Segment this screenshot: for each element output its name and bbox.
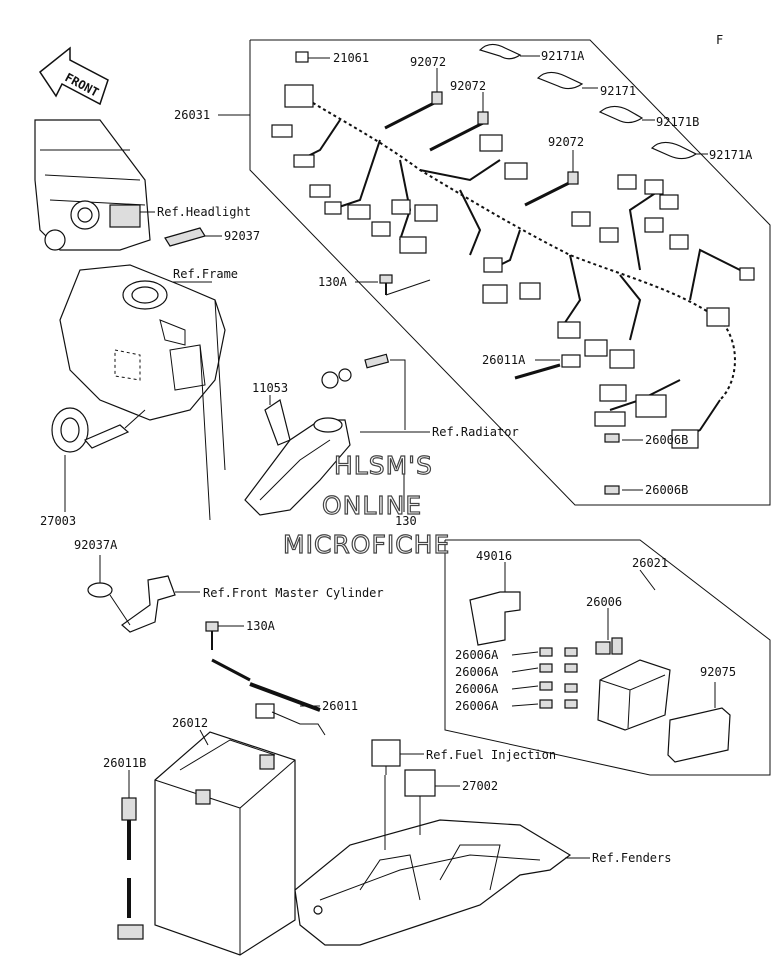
- band-92072-b: [429, 111, 489, 152]
- corner-letter: F: [716, 33, 723, 47]
- fuse-26006B-2: [604, 485, 620, 495]
- ref-fuel-injection: Ref.Fuel Injection: [426, 748, 556, 762]
- horn-27003: [51, 407, 146, 453]
- label-26011A: 26011A: [482, 353, 526, 367]
- label-92075: 92075: [700, 665, 736, 679]
- relay-group-frame: [444, 539, 771, 776]
- bracket-11053: [264, 399, 291, 446]
- label-27003: 27003: [40, 514, 76, 528]
- label-130A-2: 130A: [246, 619, 276, 633]
- strap-26011B: [117, 797, 144, 940]
- label-26006A-4: 26006A: [455, 699, 499, 713]
- headlight-assembly: [34, 119, 151, 251]
- label-26006A-1: 26006A: [455, 648, 499, 662]
- label-21061: 21061: [333, 51, 369, 65]
- label-92037: 92037: [224, 229, 260, 243]
- label-26031: 26031: [174, 108, 210, 122]
- fuel-injection-relay: [371, 739, 401, 775]
- ref-radiator: Ref.Radiator: [432, 425, 519, 439]
- watermark-line-2: ONLINE: [322, 491, 422, 520]
- ref-front-master-cylinder: Ref.Front Master Cylinder: [203, 586, 384, 600]
- fuse-26006A-set: [539, 647, 578, 709]
- label-92072-c: 92072: [548, 135, 584, 149]
- cover-92075: [667, 707, 731, 763]
- clamp-92171A-2: [650, 141, 698, 160]
- ref-headlight: Ref.Headlight: [157, 205, 251, 219]
- label-26006A-3: 26006A: [455, 682, 499, 696]
- master-cylinder-bracket: [109, 575, 176, 633]
- fuse-26006: [595, 637, 623, 655]
- lead-26011A: [514, 354, 581, 380]
- label-92171A-2: 92171A: [709, 148, 753, 162]
- relay-27002: [404, 769, 436, 797]
- label-26021: 26021: [632, 556, 668, 570]
- label-49016: 49016: [476, 549, 512, 563]
- rear-fender-tray: [294, 775, 572, 946]
- label-27002: 27002: [462, 779, 498, 793]
- label-92072-b: 92072: [450, 79, 486, 93]
- bolt-130A-1: [379, 274, 393, 295]
- clamp-92171B: [598, 105, 644, 124]
- band-92072-c: [524, 171, 579, 207]
- ref-fenders: Ref.Fenders: [592, 851, 671, 865]
- label-26006B-1: 26006B: [645, 433, 688, 447]
- ref-frame: Ref.Frame: [173, 267, 238, 281]
- label-92171B: 92171B: [656, 115, 699, 129]
- band-92072-a: [384, 91, 443, 130]
- band-92037: [164, 227, 206, 247]
- clamp-92171A-1: [478, 43, 522, 60]
- radiator-bracket: [244, 353, 390, 516]
- label-92171: 92171: [600, 84, 636, 98]
- band-92037A: [87, 582, 113, 598]
- label-92037A: 92037A: [74, 538, 118, 552]
- label-26012: 26012: [172, 716, 208, 730]
- main-wiring-harness: [271, 84, 755, 449]
- label-92171A-1: 92171A: [541, 49, 585, 63]
- label-26006A-2: 26006A: [455, 665, 499, 679]
- label-26011B: 26011B: [103, 756, 146, 770]
- watermark-line-1: HLSM'S: [334, 451, 433, 480]
- bracket-49016: [469, 591, 521, 646]
- lead-26011: [211, 658, 326, 736]
- label-26006B-2: 26006B: [645, 483, 688, 497]
- bolt-130A-2: [205, 621, 219, 650]
- label-130: 130: [395, 514, 417, 528]
- label-92072-a: 92072: [410, 55, 446, 69]
- label-130A-1: 130A: [318, 275, 348, 289]
- battery-26012: [154, 731, 296, 956]
- label-11053: 11053: [252, 381, 288, 395]
- label-26006: 26006: [586, 595, 622, 609]
- harness-group-frame: [249, 39, 771, 506]
- relay-box: [597, 659, 671, 731]
- fuse-26006B-1: [604, 433, 620, 443]
- watermark-line-3: MICROFICHE: [283, 530, 450, 559]
- label-26011: 26011: [322, 699, 358, 713]
- front-arrow-icon: FRONT: [38, 46, 109, 106]
- clamp-92171: [536, 71, 584, 90]
- frame-head: [59, 264, 226, 521]
- part-21061-shape: [295, 51, 309, 63]
